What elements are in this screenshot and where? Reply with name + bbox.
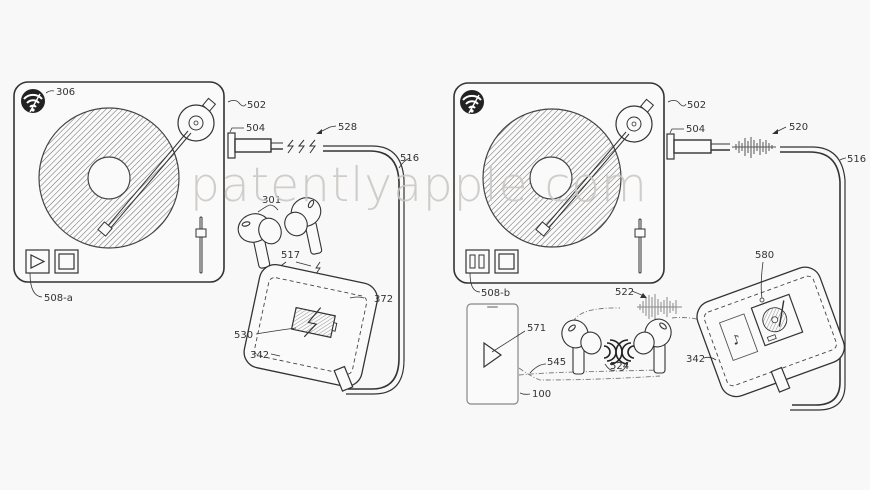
play-icon [483,341,503,369]
tonearm [97,97,217,237]
label-100: 100 [532,389,551,400]
volume-slider [195,216,207,274]
cable [780,146,846,411]
label-502: 502 [687,100,706,111]
connector [666,133,730,160]
case-connector [333,365,354,392]
label-571: 571 [527,323,546,334]
earbuds [237,197,323,269]
label-502: 502 [247,100,266,111]
stop-control [494,249,519,274]
audio-waveform-icon [732,137,776,158]
label-516: 516 [400,153,419,164]
label-545: 545 [547,357,566,368]
label-517: 517 [281,250,300,261]
watermark: patentlyapple.com [190,158,648,213]
audio-waveform-icon [637,294,682,321]
label-508-b: 508-b [481,288,510,299]
wireless-icon [460,90,484,114]
right-panel: 508-b 502 504 [453,82,866,411]
turntable-screen-icon [750,293,804,347]
battery-icon [290,306,338,339]
play-control [25,249,50,274]
label-372: 372 [374,294,393,305]
charging-case: ♪ [696,266,846,398]
label-306: 306 [56,87,75,98]
earbuds [561,318,672,375]
record-label [529,156,573,200]
charging-case [243,263,379,387]
tonearm [535,98,655,237]
sound-waves-icon [603,339,635,365]
label-516: 516 [847,154,866,165]
label-520: 520 [789,122,808,133]
label-508-a: 508-a [44,293,73,304]
wireless-icon [21,89,45,113]
label-342: 342 [686,354,705,365]
label-530: 530 [234,330,253,341]
label-524: 524 [610,361,629,372]
label-301: 301 [262,195,281,206]
pause-control [465,249,490,274]
cable [323,145,405,395]
case-connector [770,366,791,393]
label-504: 504 [686,124,705,135]
record-label [87,156,131,200]
lightning-bolt-icon [286,139,316,154]
stop-control [54,249,79,274]
label-504: 504 [246,123,265,134]
label-580: 580 [755,250,774,261]
volume-slider [634,218,646,274]
left-panel: 306 508-a [13,81,419,395]
label-528: 528 [338,122,357,133]
phone [466,303,519,405]
label-522: 522 [615,287,634,298]
connector [227,132,283,159]
label-342: 342 [250,350,269,361]
